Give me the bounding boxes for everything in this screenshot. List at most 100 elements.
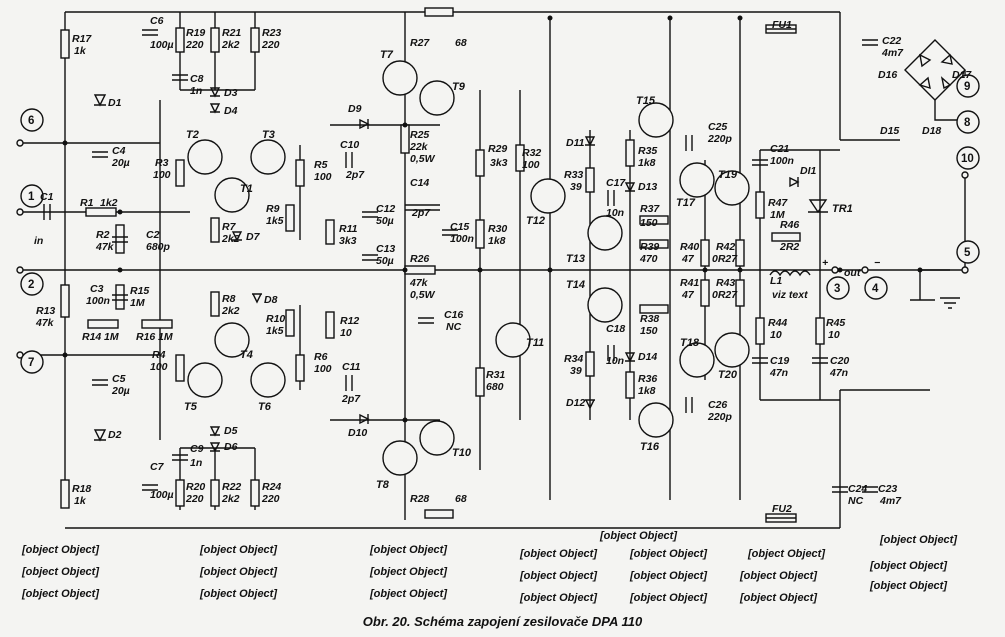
terminal-10: 10 <box>961 153 974 165</box>
label-r34: R34 <box>564 353 583 365</box>
label-c24: C24 <box>848 483 867 495</box>
label-c3: C3 <box>90 283 104 295</box>
value-c2: 680p <box>146 241 171 253</box>
label-c16: C16 <box>444 309 463 321</box>
value-r8: 2k2 <box>221 305 240 317</box>
label-r19: R19 <box>186 27 205 39</box>
label-l1: L1 <box>770 275 782 287</box>
value-r42: 0R27 <box>712 253 738 265</box>
value-r17: 1k <box>74 45 87 57</box>
power-r25: 0,5W <box>410 153 436 165</box>
label-r7: R7 <box>222 221 237 233</box>
label-c12: C12 <box>376 203 395 215</box>
label-d6: D6 <box>224 441 238 453</box>
label-t3: T3 <box>262 129 275 141</box>
label-t6: T6 <box>258 401 272 413</box>
value-r35: 1k8 <box>638 157 656 169</box>
label-tr1: TR1 <box>832 203 853 215</box>
label-t20: T20 <box>718 369 738 381</box>
label-t7: T7 <box>380 49 394 61</box>
label-r31: R31 <box>486 369 505 381</box>
value-r1: 1k2 <box>100 197 118 209</box>
label-r26: R26 <box>410 253 429 265</box>
label-c10: C10 <box>340 139 359 151</box>
value-r2: 47k <box>95 241 115 253</box>
label-r23: R23 <box>262 27 281 39</box>
value-r36: 1k8 <box>638 385 656 397</box>
value-c23: 4m7 <box>879 495 902 507</box>
label-c9: C9 <box>190 443 204 455</box>
label-t5: T5 <box>184 401 198 413</box>
terminal-4: 4 <box>872 283 879 295</box>
legend-item: [object Object] <box>520 570 598 582</box>
resistor-symbols <box>60 7 825 523</box>
value-c15: 100n <box>450 233 474 245</box>
component-labels: R17 1k C6 100µ R19 220 R21 2k2 R23 220 R… <box>34 15 972 515</box>
label-t2: T2 <box>186 129 199 141</box>
legend-item: [object Object] <box>370 588 448 600</box>
label-r5: R5 <box>314 159 328 171</box>
inductor-l1-symbol <box>769 270 811 277</box>
label-d15: D15 <box>880 125 899 137</box>
label-r29: R29 <box>488 143 507 155</box>
value-c10: 2p7 <box>345 169 365 181</box>
value-c9: 1n <box>190 457 202 469</box>
value-r24: 220 <box>261 493 280 505</box>
label-t17: T17 <box>676 197 696 209</box>
value-r4: 100 <box>150 361 168 373</box>
value-r21: 2k2 <box>221 39 240 51</box>
value-r23: 220 <box>261 39 280 51</box>
label-c15: C15 <box>450 221 469 233</box>
value-r32: 100 <box>522 159 540 171</box>
label-c23: C23 <box>878 483 897 495</box>
label-r25: R25 <box>410 129 429 141</box>
label-d18: D18 <box>922 125 941 137</box>
label-c14: C14 <box>410 177 429 189</box>
legend-item: [object Object] <box>880 534 958 546</box>
label-r46: R46 <box>780 219 799 231</box>
label-c8: C8 <box>190 73 204 85</box>
label-d10: D10 <box>348 427 367 439</box>
legend-item: [object Object] <box>740 570 818 582</box>
label-fu2: FU2 <box>772 503 792 515</box>
label-r22: R22 <box>222 481 241 493</box>
label-c21: C21 <box>770 143 789 155</box>
label-c4: C4 <box>112 145 126 157</box>
value-r39: 470 <box>639 253 658 265</box>
label-t1: T1 <box>240 183 253 195</box>
label-r39: R39 <box>640 241 659 253</box>
label-r16: R16 <box>136 331 155 343</box>
label-r21: R21 <box>222 27 241 39</box>
terminal-2: 2 <box>28 279 34 291</box>
label-c20: C20 <box>830 355 849 367</box>
label-d13: D13 <box>638 181 657 193</box>
value-r3: 100 <box>153 169 171 181</box>
label-r15: R15 <box>130 285 149 297</box>
value-c7: 100µ <box>150 489 174 501</box>
value-r30: 1k8 <box>488 235 506 247</box>
value-r25: 22k <box>409 141 429 153</box>
label-t4: T4 <box>240 349 253 361</box>
label-r32: R32 <box>522 147 541 159</box>
label-out: out <box>844 267 861 279</box>
label-r27: R27 <box>410 37 430 49</box>
label-c2: C2 <box>146 229 160 241</box>
value-r18: 1k <box>74 495 87 507</box>
label-di1: DI1 <box>800 165 817 177</box>
value-r34: 39 <box>570 365 582 377</box>
label-d2: D2 <box>108 429 122 441</box>
value-c14: 2p7 <box>411 207 431 219</box>
label-r11: R11 <box>339 223 358 235</box>
label-d5: D5 <box>224 425 238 437</box>
junction-dots <box>62 15 923 423</box>
value-c18: 10n <box>606 355 624 367</box>
label-t12: T12 <box>526 215 545 227</box>
label-r24: R24 <box>262 481 281 493</box>
value-c22: 4m7 <box>881 47 904 59</box>
value-c17: 10n <box>606 207 624 219</box>
label-c19: C19 <box>770 355 789 367</box>
label-r45: R45 <box>826 317 845 329</box>
legend-item: [object Object] <box>630 592 708 604</box>
legend-item: [object Object] <box>630 570 708 582</box>
terminal-3: 3 <box>834 283 840 295</box>
